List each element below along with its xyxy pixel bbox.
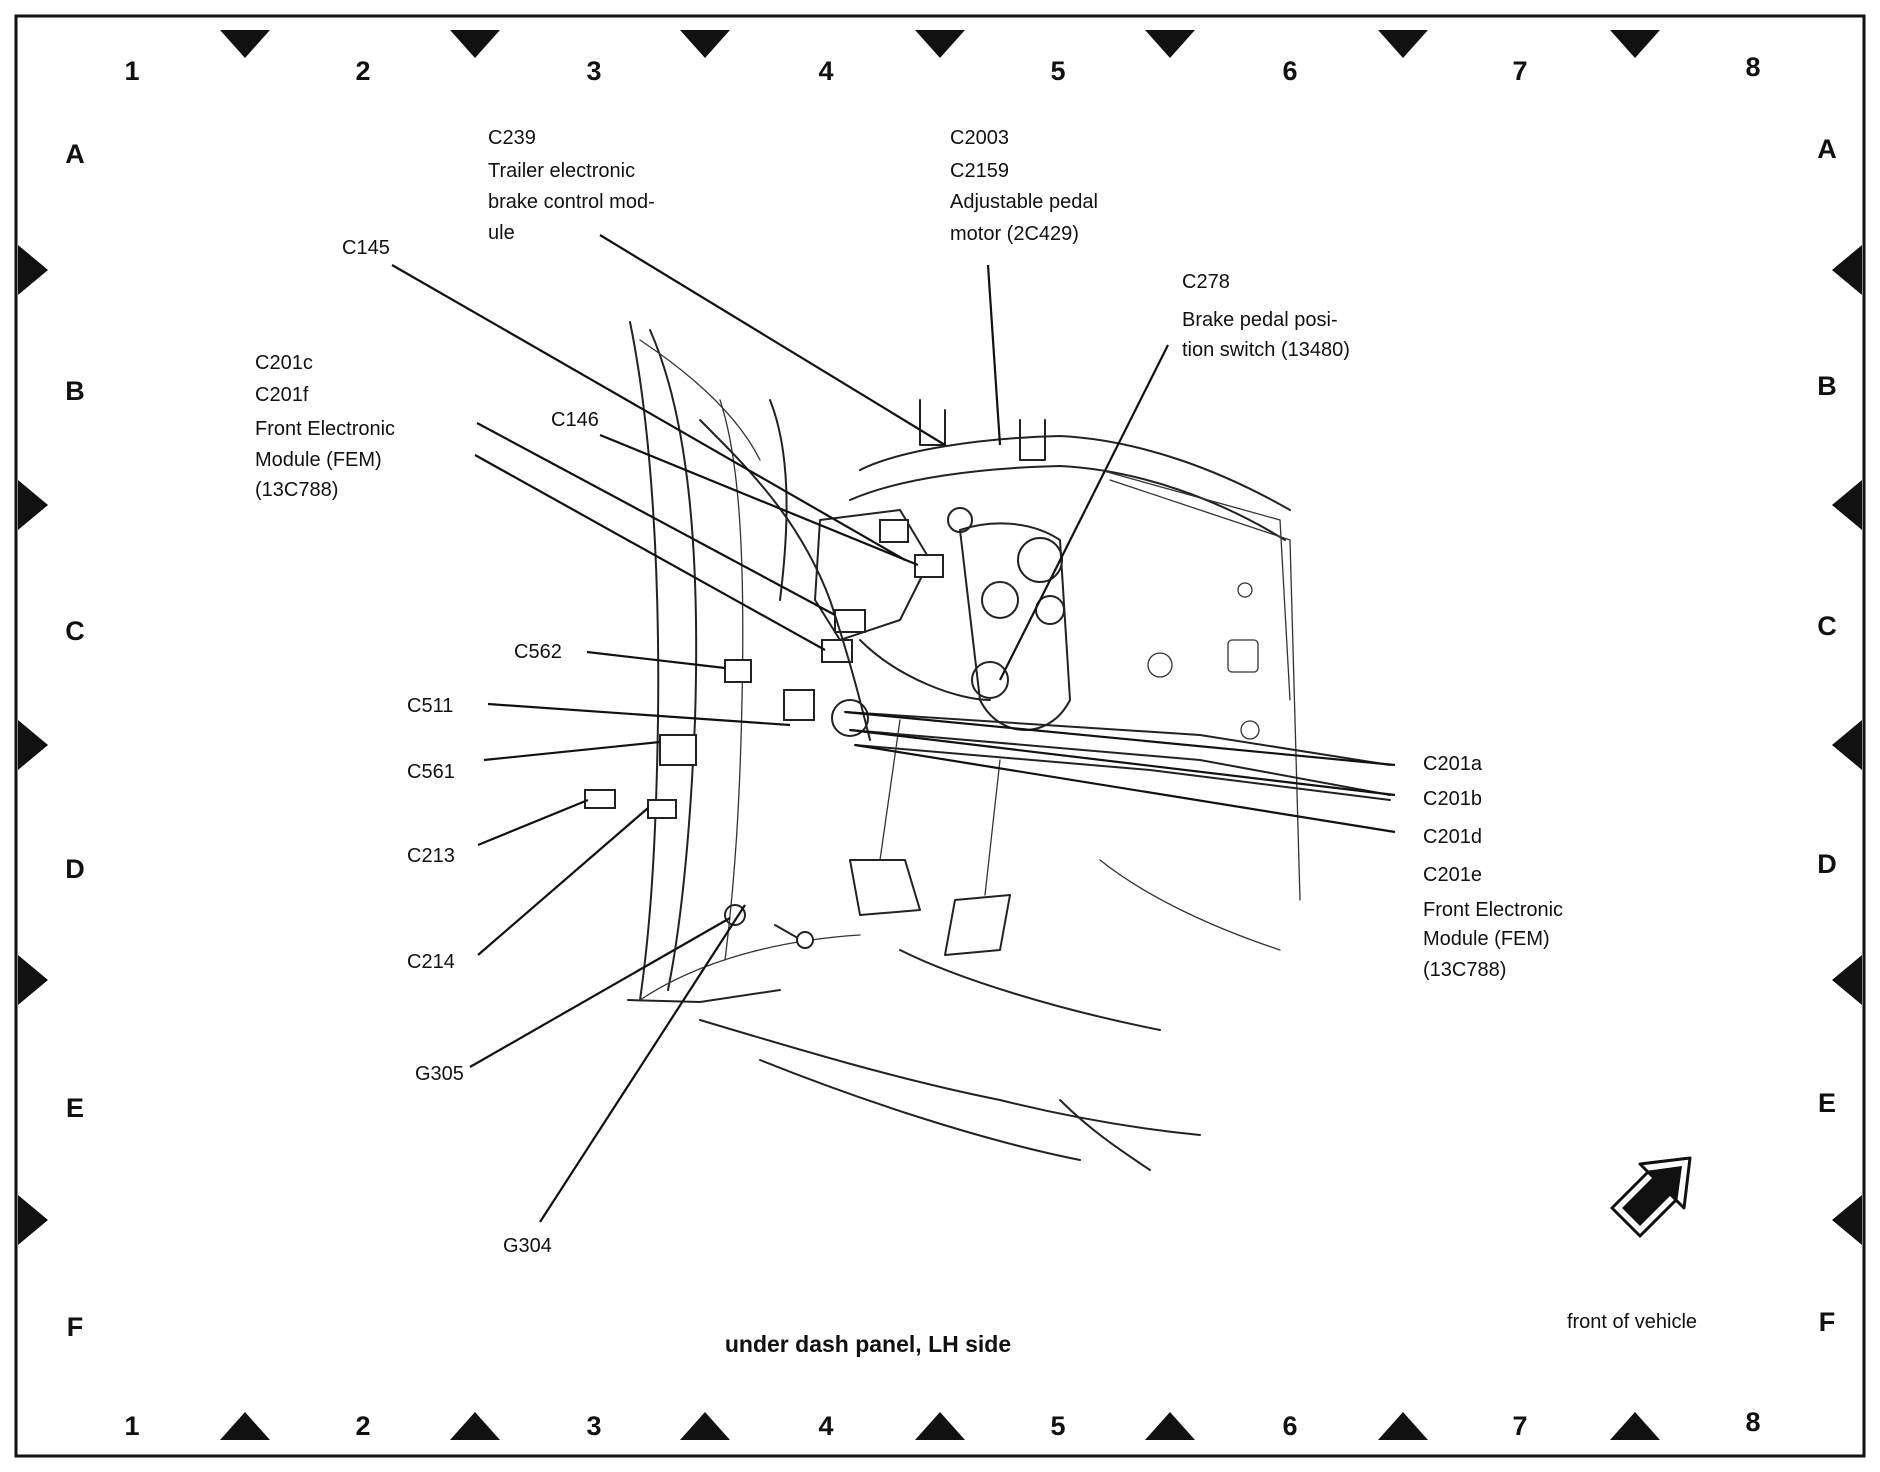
label-c201a: C201a (1423, 753, 1483, 775)
label-c201d: C201d (1423, 826, 1482, 848)
label-line: C562 (514, 641, 562, 663)
column-label: 7 (1512, 1411, 1527, 1441)
label-line: Front Electronic (255, 418, 395, 440)
label-c278: C278 Brake pedal posi- tion switch (1348… (1182, 271, 1350, 361)
label-line: C145 (342, 237, 390, 259)
row-label: B (65, 376, 85, 406)
label-line: C201f (255, 384, 309, 406)
grid-columns-bottom: 1 2 3 4 5 6 7 8 (124, 1407, 1760, 1441)
label-line: C511 (407, 695, 453, 717)
column-label: 8 (1745, 1407, 1760, 1437)
arrow-up-right-icon (1610, 1156, 1692, 1238)
label-c214: C214 (407, 951, 455, 973)
label-line: Module (FEM) (1423, 928, 1550, 950)
grid-rows-left: A B C D E F (65, 139, 85, 1342)
label-line: G304 (503, 1235, 552, 1257)
row-label: A (1817, 134, 1837, 164)
label-line: Trailer electronic (488, 160, 635, 182)
row-label: C (65, 616, 85, 646)
label-c145: C145 (342, 237, 390, 259)
front-of-vehicle-label: front of vehicle (1567, 1311, 1697, 1333)
label-c213: C213 (407, 845, 455, 867)
row-label: B (1817, 371, 1837, 401)
column-label: 4 (818, 56, 833, 86)
column-label: 1 (124, 1411, 139, 1441)
label-c201b: C201b (1423, 788, 1482, 810)
column-label: 3 (586, 56, 601, 86)
column-label: 1 (124, 56, 139, 86)
label-c2003: C2003 C2159 Adjustable pedal motor (2C42… (950, 127, 1098, 245)
column-label: 2 (355, 1411, 370, 1441)
label-line: C214 (407, 951, 455, 973)
border-markers (18, 30, 1862, 1440)
label-line: Adjustable pedal (950, 191, 1098, 213)
label-line: C201e (1423, 864, 1482, 886)
column-label: 4 (818, 1411, 833, 1441)
label-line: C201a (1423, 753, 1483, 775)
label-line: C2003 (950, 127, 1009, 149)
row-label: E (66, 1093, 84, 1123)
leader-lines (391, 234, 1396, 1223)
column-label: 2 (355, 56, 370, 86)
row-label: D (1817, 849, 1837, 879)
column-label: 8 (1745, 52, 1760, 82)
label-line: C146 (551, 409, 599, 431)
label-line: Brake pedal posi- (1182, 309, 1338, 331)
label-line: C239 (488, 127, 536, 149)
row-label: F (1819, 1307, 1836, 1337)
column-label: 3 (586, 1411, 601, 1441)
label-c561: C561 (407, 761, 455, 783)
label-c239: C239 Trailer electronic brake control mo… (488, 127, 655, 244)
label-line: Module (FEM) (255, 449, 382, 471)
column-label: 5 (1050, 1411, 1065, 1441)
label-line: C201b (1423, 788, 1482, 810)
label-c146: C146 (551, 409, 599, 431)
diagram-frame (14, 14, 1866, 1458)
label-g304: G304 (503, 1235, 552, 1257)
label-c562: C562 (514, 641, 562, 663)
row-label: C (1817, 611, 1837, 641)
under-dash-illustration (584, 321, 1391, 1171)
label-line: C201c (255, 352, 313, 374)
column-label: 6 (1282, 56, 1297, 86)
grid-columns-top: 1 2 3 4 5 6 7 8 (124, 52, 1760, 86)
label-c511: C511 (407, 695, 453, 717)
label-line: C561 (407, 761, 455, 783)
label-line: C201d (1423, 826, 1482, 848)
label-g305: G305 (415, 1063, 464, 1085)
label-line: C278 (1182, 271, 1230, 293)
diagram-caption: under dash panel, LH side (725, 1331, 1011, 1357)
label-c201e: C201e Front Electronic Module (FEM) (13C… (1423, 864, 1563, 981)
label-line: G305 (415, 1063, 464, 1085)
column-label: 6 (1282, 1411, 1297, 1441)
label-line: motor (2C429) (950, 223, 1079, 245)
row-label: E (1818, 1088, 1836, 1118)
label-line: Front Electronic (1423, 899, 1563, 921)
column-label: 5 (1050, 56, 1065, 86)
label-line: tion switch (13480) (1182, 339, 1350, 361)
label-line: C2159 (950, 160, 1009, 182)
row-label: D (65, 854, 85, 884)
row-label: F (67, 1312, 84, 1342)
label-line: ule (488, 222, 515, 244)
label-line: C213 (407, 845, 455, 867)
label-c201c: C201c C201f Front Electronic Module (FEM… (255, 352, 395, 501)
row-label: A (65, 139, 85, 169)
column-label: 7 (1512, 56, 1527, 86)
label-line: (13C788) (255, 479, 338, 501)
grid-rows-right: A B C D E F (1817, 134, 1837, 1337)
label-line: (13C788) (1423, 959, 1506, 981)
label-line: brake control mod- (488, 191, 655, 213)
